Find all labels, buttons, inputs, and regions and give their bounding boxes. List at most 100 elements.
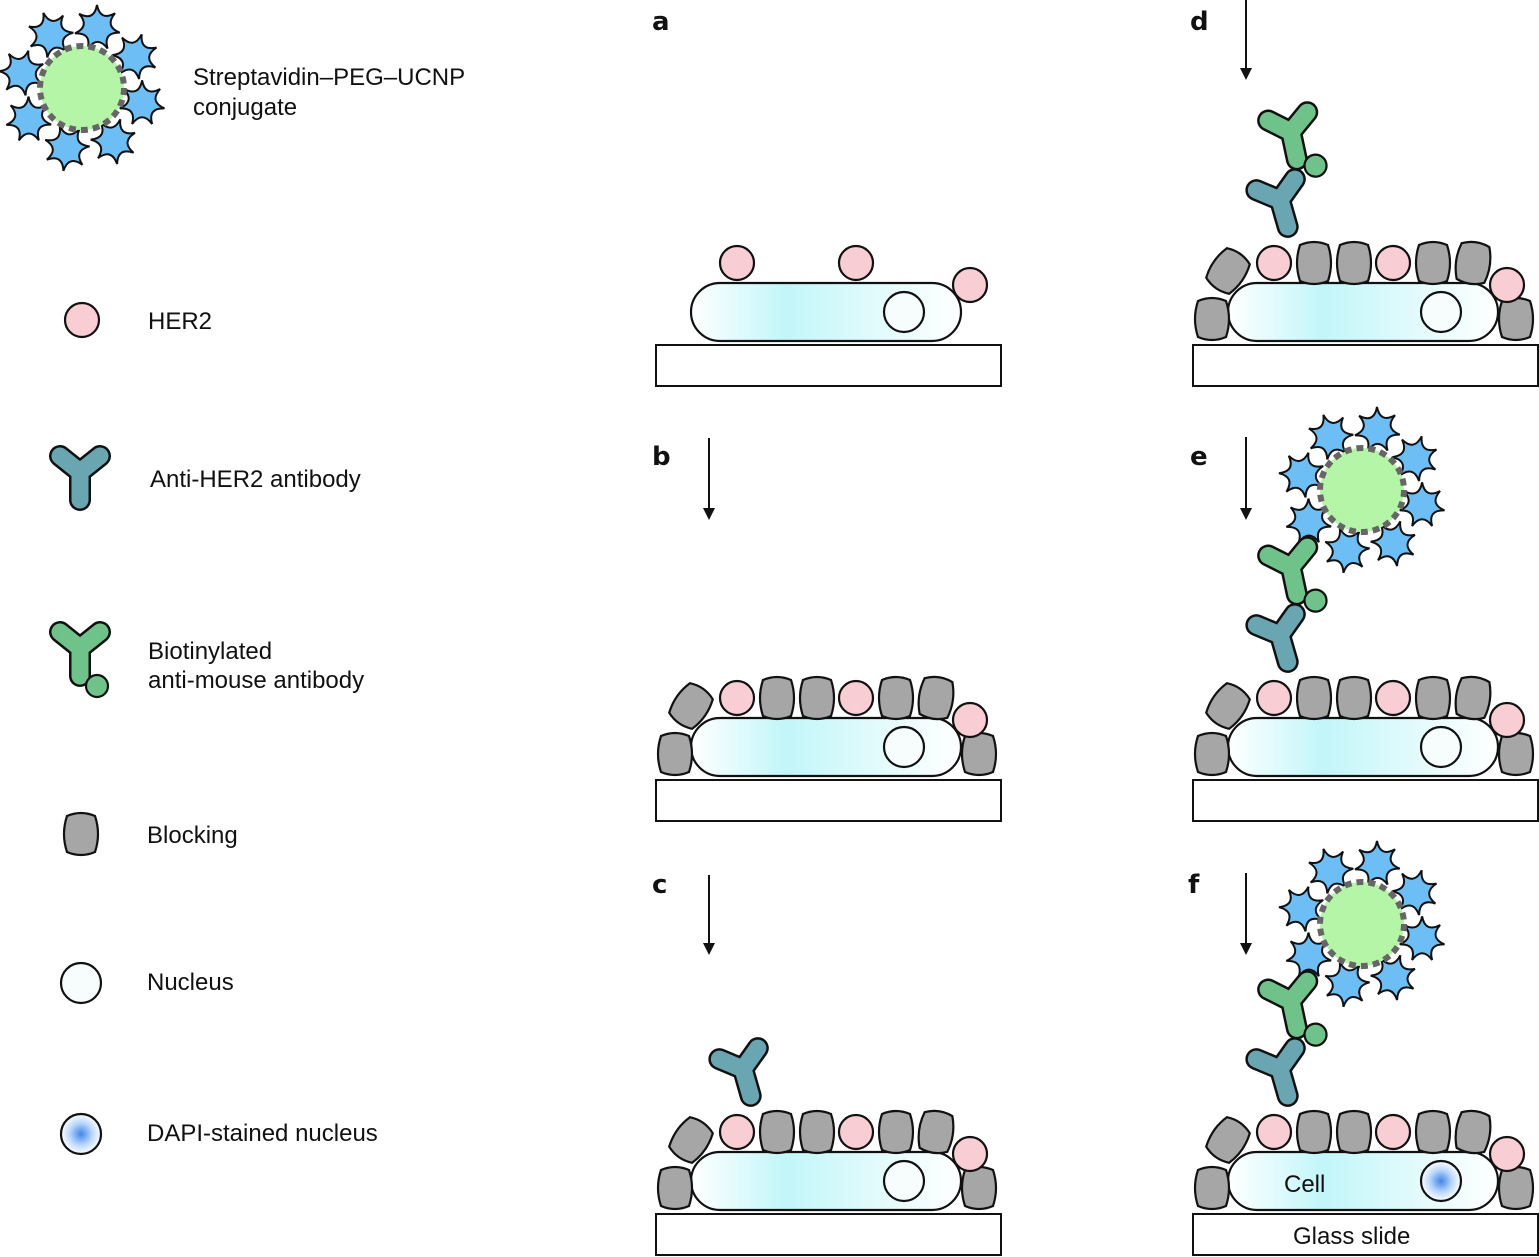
legend: Streptavidin–PEG–UCNPconjugateHER2Anti-H… — [0, 4, 465, 1156]
glass-slide — [1192, 779, 1539, 822]
legend-label-dapi: DAPI-stained nucleus — [147, 1120, 378, 1147]
step-arrow-icon — [703, 875, 715, 955]
blocking-icon — [1295, 240, 1333, 286]
her2-icon — [1374, 244, 1412, 282]
blocking-icon — [1497, 1165, 1535, 1211]
her2-icon — [1374, 679, 1412, 717]
biotinylated-antibody-icon — [1257, 101, 1328, 178]
panel-letter-e: e — [1190, 442, 1208, 472]
glass-slide-label: Glass slide — [1293, 1223, 1410, 1250]
blocking-icon — [1205, 247, 1251, 295]
ucnp-core-icon — [1317, 879, 1407, 969]
blocking-icon — [1193, 731, 1231, 777]
blocking-icon — [917, 1109, 955, 1155]
streptavidin-icon — [28, 12, 74, 58]
her2-icon — [718, 244, 756, 282]
blocking-icon — [1295, 1109, 1333, 1155]
her2-icon — [1255, 244, 1293, 282]
nucleus-icon — [882, 725, 926, 769]
dapi-nucleus-icon — [1419, 1159, 1463, 1203]
blocking-icon — [1205, 682, 1251, 730]
her2-icon — [1488, 266, 1526, 304]
glass-slide — [655, 1213, 1002, 1256]
blocking-icon — [1335, 1109, 1373, 1155]
step-arrow-icon — [1240, 873, 1252, 955]
blocking-icon — [877, 675, 915, 721]
blocking-icon — [656, 731, 694, 777]
panel-letter-c: c — [652, 870, 667, 900]
her2-icon — [63, 301, 101, 339]
streptavidin-icon — [1285, 498, 1332, 544]
her2-icon — [837, 679, 875, 717]
ucnp-core-icon — [37, 43, 127, 133]
blocking-icon — [917, 675, 955, 721]
nucleus-icon — [59, 961, 103, 1005]
streptavidin-icon — [1392, 869, 1438, 916]
blocking-icon — [1414, 240, 1452, 286]
her2-icon — [718, 679, 756, 717]
anti-her2-antibody-icon — [1245, 603, 1306, 673]
her2-icon — [837, 1113, 875, 1151]
streptavidin-icon — [119, 80, 165, 125]
panel-letter-f: f — [1188, 870, 1200, 900]
step-arrow-icon — [1240, 437, 1252, 520]
legend-label-anti-her2: Anti-HER2 antibody — [150, 466, 361, 493]
blocking-icon — [758, 1109, 796, 1155]
streptavidin-icon — [112, 33, 158, 80]
legend-label-nucleus: Nucleus — [147, 969, 234, 996]
anti-her2-antibody-icon — [1245, 1037, 1306, 1107]
her2-icon — [1488, 1135, 1526, 1173]
blocking-icon — [668, 682, 714, 730]
blocking-icon — [1414, 675, 1452, 721]
biotin-icon — [84, 673, 110, 699]
anti-her2-antibody-icon — [49, 445, 111, 511]
her2-icon — [951, 266, 989, 304]
nucleus-icon — [1419, 290, 1463, 334]
ucnp-core-icon — [1317, 445, 1407, 535]
cell-label: Cell — [1284, 1171, 1325, 1198]
blocking-icon — [1497, 731, 1535, 777]
her2-icon — [951, 701, 989, 739]
glass-slide — [1192, 1213, 1539, 1256]
legend-label-biotinylated: Biotinylated — [148, 638, 272, 665]
her2-icon — [837, 244, 875, 282]
biotinylated-antibody-icon — [49, 621, 111, 699]
streptavidin-icon — [1399, 482, 1445, 527]
panel-e: e — [1190, 406, 1539, 822]
streptavidin-icon — [5, 96, 52, 142]
streptavidin-icon — [1354, 406, 1401, 452]
anti-her2-antibody-icon — [708, 1037, 769, 1107]
legend-label-blocking: Blocking — [147, 822, 238, 849]
blocking-icon — [877, 1109, 915, 1155]
step-arrow-icon — [703, 438, 715, 520]
nucleus-icon — [882, 1159, 926, 1203]
ucnp-conjugate-icon — [0, 4, 165, 172]
streptavidin-icon — [1324, 527, 1370, 574]
her2-icon — [1255, 1113, 1293, 1151]
blocking-icon — [656, 1165, 694, 1211]
streptavidin-icon — [74, 4, 121, 50]
blocking-icon — [1295, 675, 1333, 721]
blocking-icon — [1454, 240, 1492, 286]
nucleus-icon — [1419, 725, 1463, 769]
panel-c: c — [652, 870, 1002, 1256]
blocking-icon — [758, 675, 796, 721]
streptavidin-icon — [1354, 840, 1401, 886]
legend-label-biotinylated: anti-mouse antibody — [148, 667, 364, 694]
blocking-icon — [1497, 296, 1535, 342]
biotin-icon — [1303, 588, 1328, 613]
panel-a: a — [652, 7, 1002, 387]
legend-label-conjugate: Streptavidin–PEG–UCNP — [193, 64, 465, 91]
blocking-icon — [1414, 1109, 1452, 1155]
blocking-icon — [960, 1165, 998, 1211]
glass-slide — [1192, 344, 1539, 387]
step-arrow-icon — [1240, 0, 1252, 80]
biotin-icon — [1303, 153, 1328, 178]
panel-letter-a: a — [652, 7, 670, 37]
blocking-icon — [960, 731, 998, 777]
nucleus-icon — [882, 290, 926, 334]
ucnp-conjugate-icon — [1278, 406, 1445, 574]
panel-b: b — [652, 438, 1002, 822]
glass-slide — [655, 344, 1002, 387]
